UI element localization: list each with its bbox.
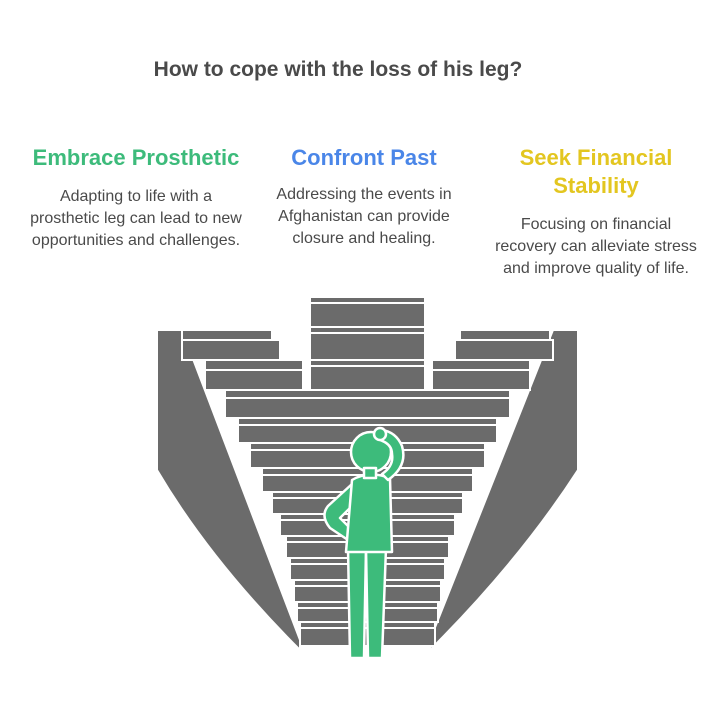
option-description: Adapting to life with a prosthetic leg c… (30, 188, 242, 249)
option-heading: Embrace Prosthetic (32, 145, 240, 170)
thinking-person-icon (323, 426, 405, 660)
option-heading: Seek Financial Stability (519, 145, 673, 198)
page-title: How to cope with the loss of his leg? (153, 58, 523, 81)
option-embrace-prosthetic: Embrace Prosthetic Adapting to life with… (28, 144, 244, 252)
option-description: Focusing on financial recovery can allev… (495, 216, 697, 277)
option-seek-financial-stability: Seek Financial Stability Focusing on fin… (488, 144, 704, 280)
option-description: Addressing the events in Afghanistan can… (276, 186, 452, 247)
option-confront-past: Confront Past Addressing the events in A… (264, 144, 464, 250)
option-heading: Confront Past (291, 145, 437, 170)
